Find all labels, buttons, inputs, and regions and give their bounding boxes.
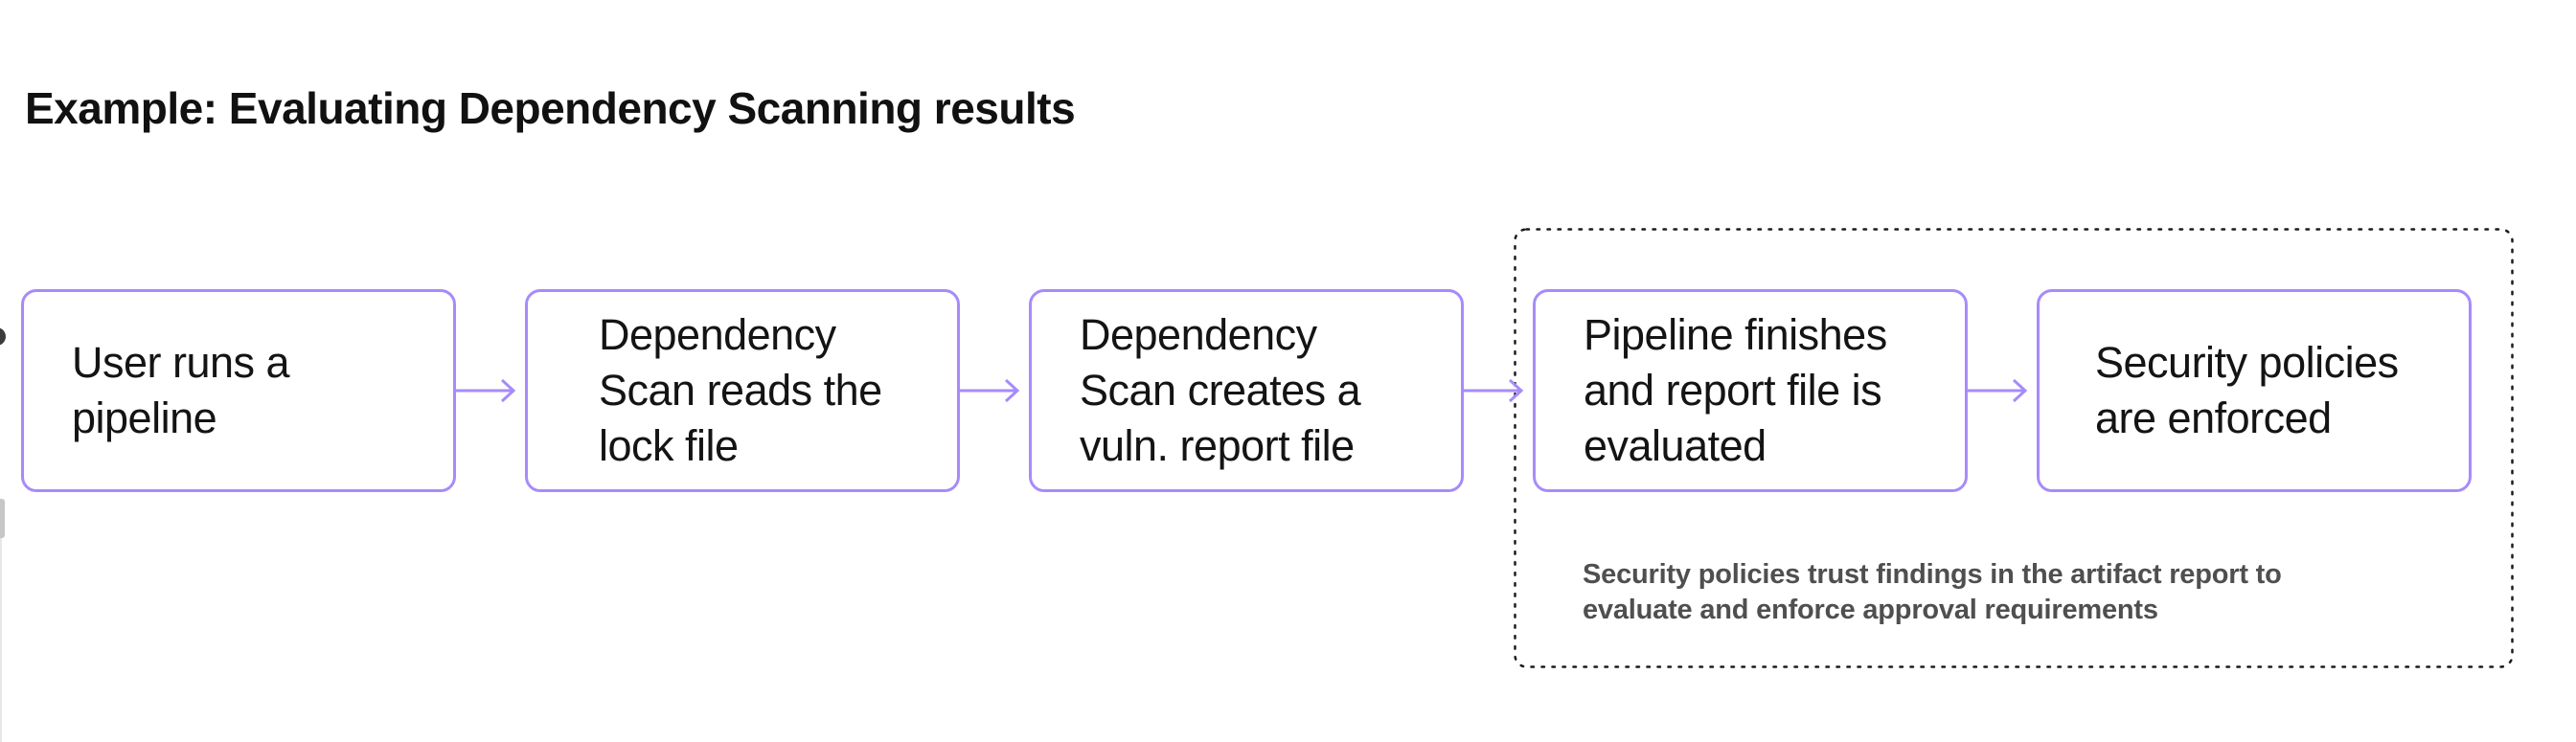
arrow-right-icon: [960, 378, 1020, 403]
flow-step-label: Dependency Scan creates a vuln. report f…: [1080, 310, 1361, 470]
policy-group-dotted-border: [1514, 228, 2514, 668]
cropped-edge-strip: [0, 499, 5, 538]
flow-step-label: Pipeline finishes and report file is eva…: [1584, 310, 1887, 470]
flow-step-label: User runs a pipeline: [72, 338, 290, 442]
page-title: Example: Evaluating Dependency Scanning …: [25, 83, 1076, 133]
policy-group-note: Security policies trust findings in the …: [1583, 559, 2282, 625]
flow-step-label: Dependency Scan reads the lock file: [599, 310, 882, 470]
flow-step-scan-reads-lock-file: Dependency Scan reads the lock file: [525, 289, 960, 492]
arrow-right-icon: [1464, 378, 1524, 403]
flow-step-label: Security policies are enforced: [2095, 338, 2399, 442]
flow-step-policies-enforced: Security policies are enforced: [2037, 289, 2472, 492]
flow-step-pipeline-finishes-evaluated: Pipeline finishes and report file is eva…: [1533, 289, 1968, 492]
arrow-right-icon: [1968, 378, 2028, 403]
arrow-right-icon: [456, 378, 516, 403]
flow-step-scan-creates-report: Dependency Scan creates a vuln. report f…: [1029, 289, 1464, 492]
cropped-edge-strip-faint: [0, 538, 2, 742]
flow-step-user-runs-pipeline: User runs a pipeline: [21, 289, 456, 492]
cropped-circle-node: [0, 327, 6, 346]
